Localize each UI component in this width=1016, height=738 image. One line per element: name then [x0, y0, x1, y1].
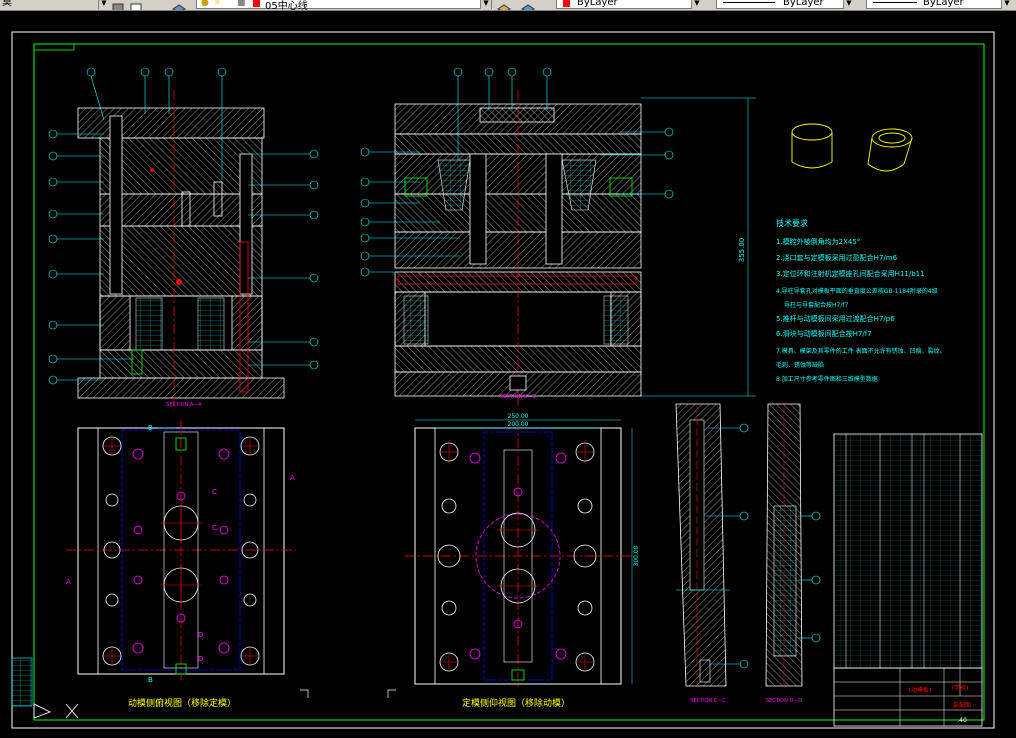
section-a-a-leaders — [48, 67, 319, 385]
make-current-layer-icon[interactable] — [497, 0, 511, 10]
layer-color-swatch — [253, 0, 260, 7]
section-b-b-label: SECTION B—B — [500, 394, 536, 400]
drawing-canvas[interactable]: SECTION A—A — [0, 10, 1016, 732]
layer-dropdown[interactable]: ● ☼ ■ 05中心线 — [196, 0, 492, 11]
sun-icon: ☼ — [213, 0, 222, 8]
layer-dropdown-arrow[interactable]: ▼ — [480, 0, 491, 9]
command-status-bar: ▔▔▔▔▔▔▔ — [0, 732, 1016, 738]
section-a-a-label: SECTION A—A — [166, 402, 202, 408]
revision-stamp — [11, 657, 33, 707]
inner-frame — [33, 43, 985, 721]
color-dropdown[interactable]: ByLayer — [556, 0, 702, 9]
fixed-half-plan-view — [405, 420, 632, 690]
color-swatch — [563, 0, 570, 7]
outer-frame — [11, 31, 995, 729]
section-b-b-leaders — [360, 67, 674, 277]
linetype-value: ByLayer — [783, 0, 824, 8]
marker-c-bottom: C — [212, 524, 217, 532]
section-c-c-label: SECTION C—C — [690, 698, 726, 704]
moving-half-section-markers: B B A A C C D D — [66, 424, 295, 684]
status-text: ▔▔▔▔▔▔▔ — [2, 732, 46, 737]
title-block-scale: .40 — [957, 717, 967, 724]
lock-icon: ■ — [237, 0, 246, 8]
layer-manager-icon[interactable] — [172, 0, 186, 10]
layer-properties-icon[interactable] — [112, 0, 124, 10]
linetype-dropdown-arrow[interactable]: ▼ — [843, 0, 854, 9]
note-1: 1.模腔外棱倒角均为2X45° — [776, 237, 860, 246]
fixed-half-dimensions — [415, 419, 633, 684]
section-d-d-view — [765, 403, 821, 687]
linetype-sample — [723, 2, 775, 3]
note-7b: 毛刺、锈蚀等缺陷 — [776, 361, 824, 369]
moving-half-plan-view — [66, 420, 296, 680]
cup-3d-preview-left — [791, 123, 833, 169]
dimension-200: 200.00 — [508, 421, 529, 428]
workspace-dropdown-arrow[interactable]: ▼ — [98, 0, 109, 9]
section-d-d-label: SECTION D—D — [766, 698, 802, 704]
properties-toolbar: 莫 ▼ ● ☼ ■ 05中心线 ▼ ByLayer ▼ ByLayer ▼ By… — [0, 0, 1016, 11]
fixed-half-caption: 定模侧仰视图（移除动模） — [462, 697, 570, 709]
title-block — [833, 667, 983, 727]
note-7: 7.模具、模架及其零件的工件 表面不允许有锈蚀、凹痕、裂纹、 — [776, 347, 946, 355]
cup-3d-preview-right — [867, 128, 913, 172]
marker-c-top: C — [212, 488, 217, 496]
note-8: 8.加工尺寸参考零件图和三维模型数据 — [776, 375, 878, 383]
dimension-250: 250.00 — [508, 413, 529, 420]
section-c-c-view — [675, 403, 749, 687]
lightbulb-icon: ● — [201, 0, 209, 8]
note-4b: 导柱与导套配合按H7/f7 — [784, 301, 848, 309]
note-4: 4.导柱导套孔对模板平面的垂直度公差按GB-1184附录的4级 — [776, 287, 938, 295]
dimension-300: 300.00 — [633, 545, 640, 566]
workspace-dropdown-label[interactable]: 莫 — [2, 0, 12, 8]
color-dropdown-arrow[interactable]: ▼ — [691, 0, 702, 9]
marker-d-bottom: D — [198, 655, 203, 663]
frame-corner-tab — [33, 43, 75, 51]
technical-notes: 技术要求 1.模腔外棱倒角均为2X45° 2.浇口套与定模板采用过盈配合H7/m… — [776, 218, 946, 383]
save-layer-state-icon[interactable] — [130, 0, 142, 10]
note-3: 3.定位环和注射机定模座孔间配合采用H11/b11 — [776, 269, 925, 278]
lineweight-sample — [873, 2, 917, 3]
lineweight-dropdown-arrow[interactable]: ▼ — [1001, 0, 1012, 9]
section-b-b-view — [394, 90, 642, 406]
note-5: 5.推杆与动模板间采用过渡配合H7/p6 — [776, 314, 895, 323]
marker-b-bottom: B — [148, 676, 153, 684]
marker-corner-1 — [300, 689, 396, 698]
layer-previous-icon[interactable] — [521, 0, 535, 10]
note-6: 6.滑块与动模板间配合按H7/f7 — [776, 329, 872, 338]
linetype-dropdown[interactable]: ByLayer — [716, 0, 854, 9]
marker-d-top: D — [198, 631, 203, 639]
height-dimension-355 — [641, 97, 756, 397]
layer-name: 05中心线 — [265, 1, 308, 11]
dimension-355: 355.00 — [738, 238, 746, 263]
marker-a-left: A — [66, 578, 71, 586]
note-2: 2.浇口套与定模板采用过盈配合H7/m6 — [776, 253, 898, 262]
ucs-icon — [33, 703, 79, 719]
section-a-a-view — [77, 90, 285, 410]
title-block-part-name: (动模板) — [909, 686, 932, 694]
marker-a-right: A — [290, 474, 295, 482]
title-block-school: (学校) — [952, 684, 969, 692]
marker-b-top: B — [148, 424, 153, 432]
notes-title: 技术要求 — [776, 218, 808, 228]
lineweight-value: ByLayer — [923, 0, 964, 8]
title-block-drawing-name: 装配图 — [953, 701, 971, 709]
moving-half-caption: 动模侧俯视图（移除定模） — [128, 697, 236, 709]
parts-list-table — [833, 433, 983, 669]
color-value: ByLayer — [577, 0, 618, 8]
lineweight-dropdown[interactable]: ByLayer — [866, 0, 1004, 9]
